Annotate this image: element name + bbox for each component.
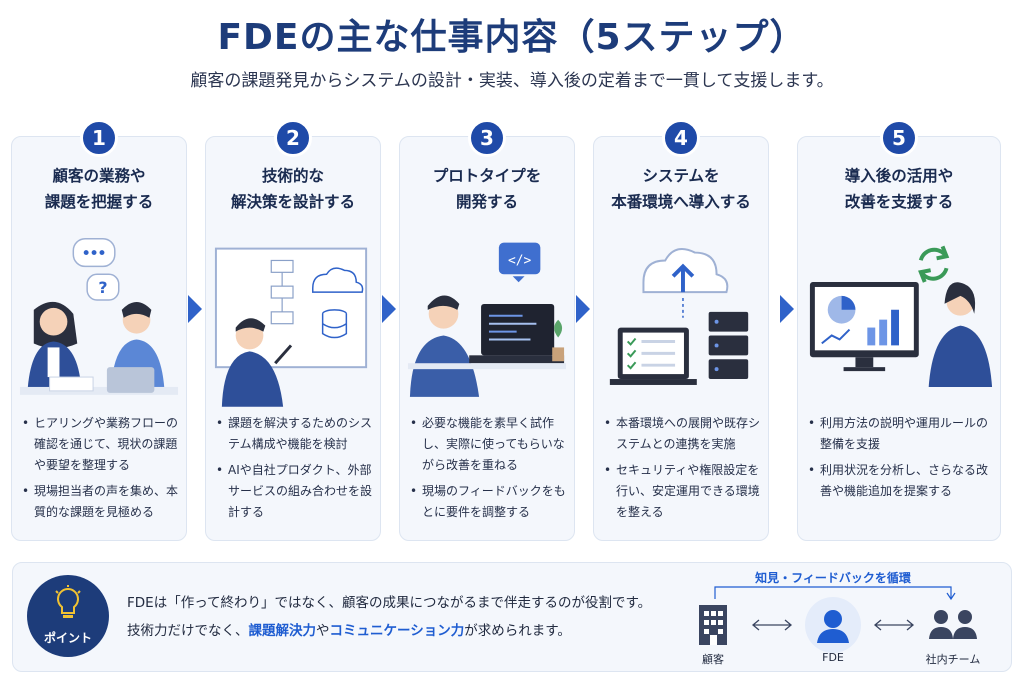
list-item: AIや自社プロダクト、外部サービスの組み合わせを設計する [216, 460, 374, 523]
person-presenter [221, 318, 293, 407]
step-number-badge: 4 [662, 119, 700, 157]
flowchart-icon [270, 259, 294, 325]
step-card-5: 5 導入後の活用や 改善を支援する [797, 119, 1001, 541]
page-title: FDEの主な仕事内容（5ステップ） [217, 17, 807, 58]
step-bullet-list: 課題を解決するためのシステム構成や機能を検討 AIや自社プロダクト、外部サービス… [216, 413, 374, 528]
feedback-loop-label: 知見・フィードバックを循環 [755, 571, 911, 585]
step-title: 導入後の活用や 改善を支援する [844, 167, 954, 211]
checklist-icon [609, 327, 697, 385]
team-icon [929, 610, 977, 639]
code-icon: </> [498, 242, 541, 283]
step-title: 顧客の業務や 課題を把握する [44, 167, 154, 211]
point-text-line2: 技術力だけでなく、課題解決力やコミュニケーション力が求められます。 [127, 623, 571, 639]
step-bullet-list: 必要な機能を素早く試作し、実際に使ってもらいながら改善を重ねる 現場のフィードバ… [410, 413, 568, 528]
step-illustration-deploy [598, 237, 764, 527]
feedback-loop-arrow-icon [714, 586, 956, 601]
step-card-1: 1 顧客の業務や 課題を把握する ? [11, 119, 187, 541]
laptop-icon [469, 303, 565, 364]
step-bullet-list: 利用方法の説明や運用ルールの整備を支援 利用状況を分析し、さらなる改善や機能追加… [808, 413, 994, 507]
list-item: 本番環境への展開や既存システムとの連携を実施 [604, 413, 762, 455]
list-item: 必要な機能を素早く試作し、実際に使ってもらいながら改善を重ねる [410, 413, 568, 476]
chart-icon [809, 282, 919, 372]
list-item: ヒアリングや業務フローの確認を通じて、現状の課題や要望を整理する [22, 413, 180, 476]
step-title: プロトタイプを 開発する [432, 167, 542, 211]
step-bullet-list: 本番環境への展開や既存システムとの連携を実施 セキュリティや権限設定を行い、安定… [604, 413, 762, 528]
step-arrow-icon [576, 295, 590, 323]
step-number-badge: 3 [468, 119, 506, 157]
person-woman [27, 301, 82, 387]
building-icon [699, 605, 727, 645]
step-arrow-icon [188, 295, 202, 323]
step-number-badge: 2 [274, 119, 312, 157]
lightbulb-icon [55, 585, 81, 618]
point-text-line1: FDEは「作って終わり」ではなく、顧客の成果につながるまで伴走するのが役割です。 [127, 595, 652, 611]
upload-cloud-icon [642, 248, 729, 318]
step-illustration-prototype: </> [404, 237, 570, 527]
list-item: 利用状況を分析し、さらなる改善や機能追加を提案する [808, 460, 994, 502]
fde-avatar [805, 597, 861, 653]
cloud-icon [312, 267, 364, 293]
svg-text:?: ? [98, 278, 107, 297]
step-card-2: 2 技術的な 解決策を設計する [205, 119, 381, 541]
svg-text:</>: </> [508, 253, 531, 268]
step-arrow-icon [780, 295, 794, 323]
bidirectional-arrow-icon [873, 619, 915, 631]
speech-bubble-icon [72, 237, 116, 268]
step-illustration-design [210, 237, 376, 527]
list-item: セキュリティや権限設定を行い、安定運用できる環境を整える [604, 460, 762, 523]
list-item: 利用方法の説明や運用ルールの整備を支援 [808, 413, 994, 455]
step-illustration-hearing: ? [16, 237, 182, 527]
list-item: 課題を解決するためのシステム構成や機能を検討 [216, 413, 374, 455]
database-icon [321, 309, 348, 339]
step-number-badge: 1 [80, 119, 118, 157]
person-developer [409, 295, 480, 397]
plant-icon [552, 319, 565, 362]
page-subtitle: 顧客の課題発見からシステムの設計・実装、導入後の定着まで一貫して支援します。 [190, 71, 834, 91]
list-item: 現場のフィードバックをもとに要件を調整する [410, 481, 568, 523]
step-title: システムを 本番環境へ導入する [611, 167, 751, 211]
point-badge-label: ポイント [43, 631, 92, 645]
step-title: 技術的な 解決策を設計する [230, 167, 355, 211]
point-summary-box: ポイント FDEは「作って終わり」ではなく、顧客の成果につながるまで伴走するのが… [12, 562, 1012, 672]
step-arrow-icon [382, 295, 396, 323]
server-icon [708, 311, 749, 380]
actor-label-team: 社内チーム [925, 653, 981, 666]
step-card-4: 4 システムを 本番環境へ導入する [593, 119, 769, 541]
person-supporter [928, 282, 993, 387]
list-item: 現場担当者の声を集め、本質的な課題を見極める [22, 481, 180, 523]
person-icon [817, 610, 849, 643]
point-badge: ポイント [27, 575, 109, 657]
step-number-badge: 5 [880, 119, 918, 157]
step-bullet-list: ヒアリングや業務フローの確認を通じて、現状の課題や要望を整理する 現場担当者の声… [22, 413, 180, 528]
actor-label-fde: FDE [822, 651, 844, 664]
step-card-3: 3 プロトタイプを 開発する </> [399, 119, 575, 541]
question-icon: ? [86, 273, 120, 301]
actor-label-customer: 顧客 [702, 653, 724, 666]
step-illustration-support [802, 237, 996, 527]
bidirectional-arrow-icon [751, 619, 793, 631]
refresh-icon [918, 245, 950, 283]
